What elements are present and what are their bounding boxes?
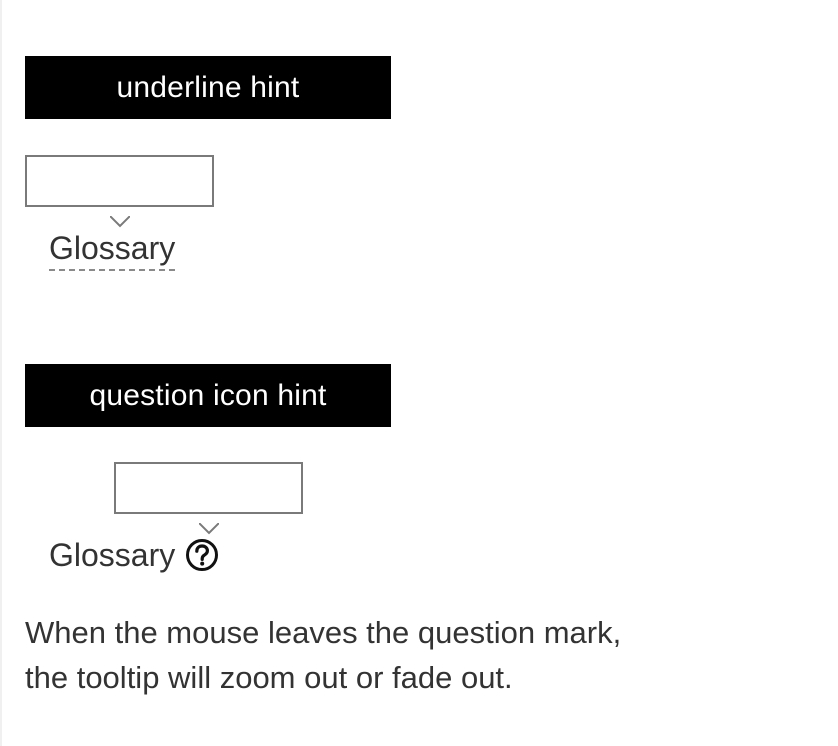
- section-header-underline-hint: underline hint: [25, 56, 391, 119]
- tooltip-popup: [25, 155, 214, 228]
- glossary-term-label: Glossary: [49, 537, 176, 573]
- glossary-term-underlined[interactable]: Glossary: [49, 229, 176, 271]
- question-circle-icon[interactable]: [185, 538, 219, 572]
- tooltip-popup: [114, 462, 303, 535]
- note-line-1: When the mouse leaves the question mark,: [25, 615, 622, 650]
- glossary-term-with-icon: Glossary: [49, 536, 219, 574]
- page-left-border: [0, 0, 2, 746]
- note-line-2: the tooltip will zoom out or fade out.: [25, 660, 513, 695]
- section-header-question-icon-hint: question icon hint: [25, 364, 391, 427]
- tooltip-behavior-note: When the mouse leaves the question mark,…: [25, 610, 805, 700]
